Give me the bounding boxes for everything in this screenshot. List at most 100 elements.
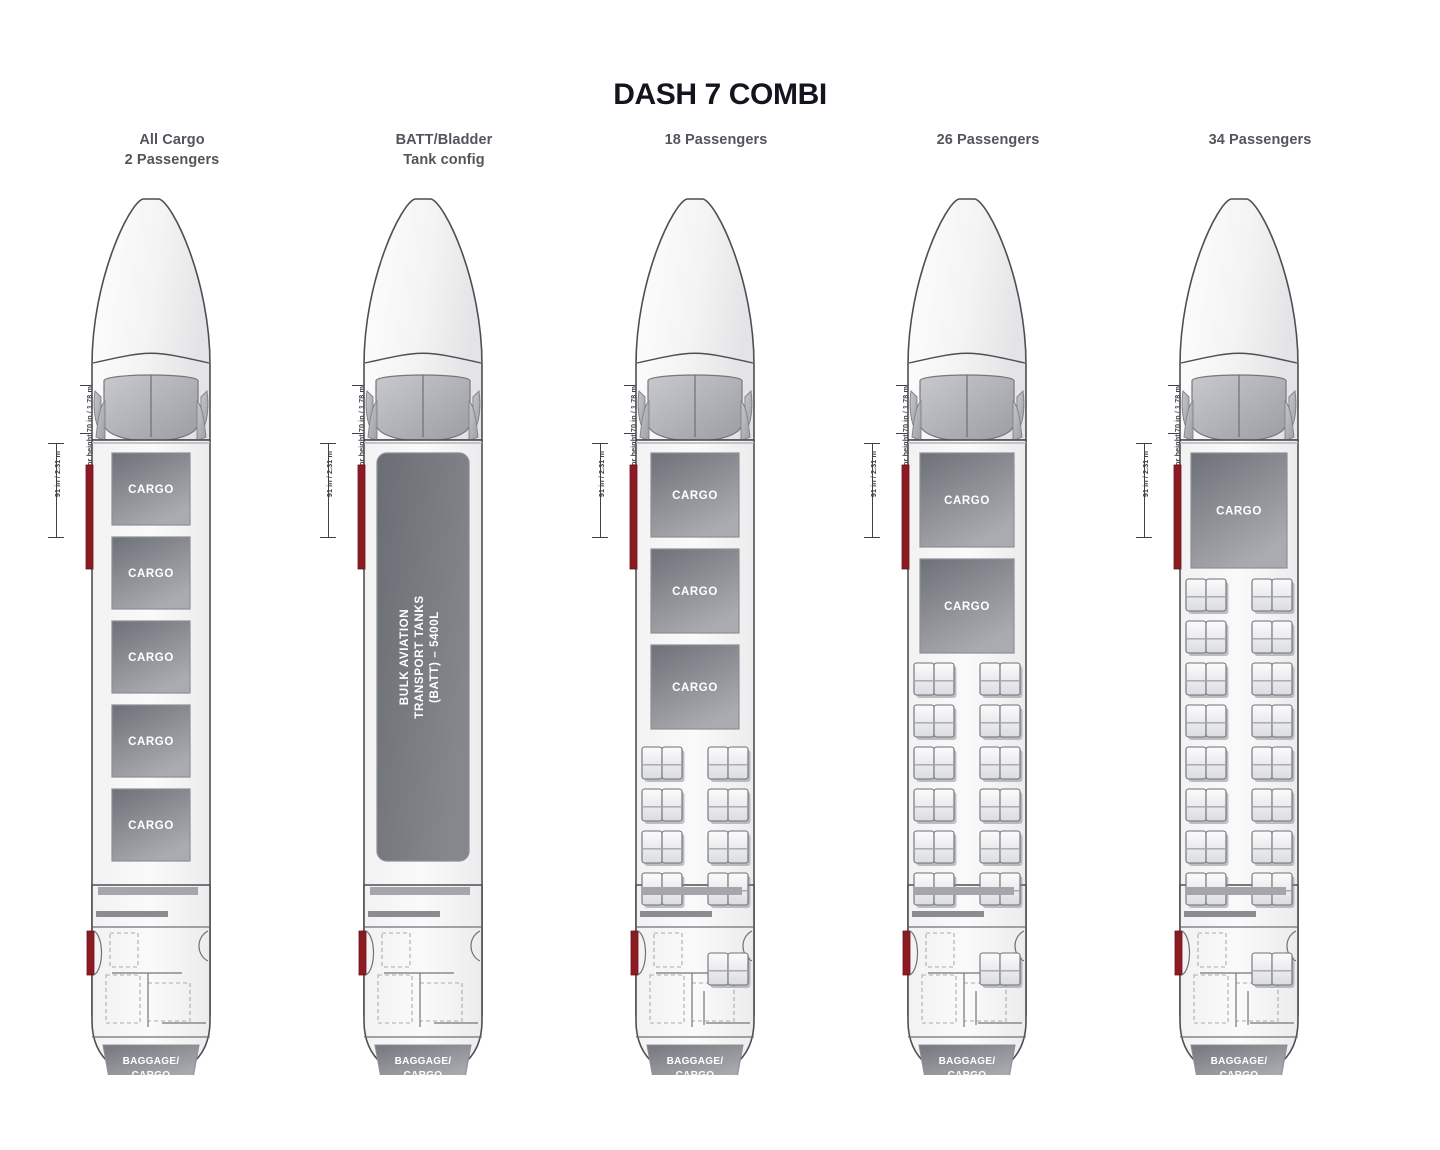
column-header-line2: Tank config [403, 152, 485, 168]
cargo-door[interactable] [1173, 464, 1182, 570]
passenger-door[interactable] [86, 930, 95, 976]
seat [1251, 578, 1273, 612]
dimension-leader-line [328, 443, 329, 538]
baggage-label-line2: CARGO [1220, 1070, 1259, 1075]
passenger-door[interactable] [1174, 930, 1183, 976]
seat [641, 830, 663, 864]
cargo-box-label: CARGO [672, 490, 718, 502]
seat-rows [1185, 578, 1295, 908]
column-header-line1: 26 Passengers [936, 132, 1040, 148]
seat [1271, 662, 1293, 696]
seat [1271, 620, 1293, 654]
seat-row [641, 746, 751, 782]
seat [999, 830, 1021, 864]
seat [913, 746, 935, 780]
dimension-tick [624, 385, 640, 386]
cargo-door[interactable] [357, 464, 366, 570]
passenger-door[interactable] [902, 930, 911, 976]
seat [913, 830, 935, 864]
cargo-door[interactable] [901, 464, 910, 570]
baggage-label-line1: BAGGAGE/ [939, 1056, 996, 1067]
cargo-box-label: CARGO [672, 586, 718, 598]
cockpit [364, 352, 482, 442]
tail-section [635, 884, 755, 1075]
passenger-door[interactable] [358, 930, 367, 976]
cargo-box: CARGO [650, 452, 740, 538]
cockpit [908, 352, 1026, 442]
baggage-label-line1: BAGGAGE/ [1211, 1056, 1268, 1067]
seat [933, 788, 955, 822]
seat [661, 830, 683, 864]
seat [1205, 578, 1227, 612]
cargo-box-label: CARGO [944, 495, 990, 507]
tail-section [907, 884, 1027, 1075]
dimension-tick [80, 433, 96, 434]
seat-row [913, 704, 1023, 740]
cargo-box: CARGO [1190, 452, 1288, 569]
cargo-box: CARGO [650, 548, 740, 634]
seat [707, 788, 729, 822]
seat [933, 662, 955, 696]
seat [1185, 578, 1207, 612]
seat [727, 746, 749, 780]
seat [933, 704, 955, 738]
seat-row [913, 788, 1023, 824]
seat-row [641, 788, 751, 824]
rear-cabin-area [86, 887, 210, 1027]
seat-row [1185, 578, 1295, 614]
seat [1271, 704, 1293, 738]
seat [1251, 788, 1273, 822]
seat [707, 952, 729, 986]
seat [913, 788, 935, 822]
cockpit [1180, 352, 1298, 442]
tail-section [1179, 884, 1299, 1075]
seat-row [1185, 830, 1295, 866]
seat [999, 746, 1021, 780]
seat-rows [913, 662, 1023, 908]
dimension-tick [80, 385, 96, 386]
seat [661, 746, 683, 780]
seat-row [913, 872, 1023, 908]
seat [1205, 830, 1227, 864]
cargo-box-label: CARGO [128, 736, 174, 748]
column-header-26-passengers: 26 Passengers [844, 130, 1132, 150]
cargo-box: CARGO [111, 452, 191, 526]
seat-row [913, 830, 1023, 866]
cargo-door[interactable] [629, 464, 638, 570]
cargo-box-label: CARGO [128, 568, 174, 580]
seat [1205, 620, 1227, 654]
seat [1251, 620, 1273, 654]
batt-tank-label: BULK AVIATION [398, 609, 411, 705]
seat [1251, 830, 1273, 864]
seat [1185, 620, 1207, 654]
seat [707, 830, 729, 864]
seat-row [641, 830, 751, 866]
dimension-leader-line [600, 443, 601, 538]
baggage-cargo-compartment: BAGGAGE/CARGO [374, 1044, 472, 1075]
seat [999, 952, 1021, 986]
baggage-label-line1: BAGGAGE/ [395, 1056, 452, 1067]
passenger-door[interactable] [630, 930, 639, 976]
column-header-34-passengers: 34 Passengers [1116, 130, 1404, 150]
tail-section [91, 884, 211, 1075]
baggage-label-line2: CARGO [948, 1070, 987, 1075]
column-header-18-passengers: 18 Passengers [572, 130, 860, 150]
seat [933, 746, 955, 780]
cargo-box: CARGO [111, 536, 191, 610]
cargo-door[interactable] [85, 464, 94, 570]
cargo-box: CARGO [111, 620, 191, 694]
cargo-box: CARGO [111, 788, 191, 862]
rear-cabin-area [902, 887, 1026, 1027]
dimension-tick [896, 385, 912, 386]
dimension-tick [1168, 385, 1184, 386]
batt-tank-label: TRANSPORT TANKS [413, 595, 426, 718]
cargo-box-label: CARGO [128, 820, 174, 832]
